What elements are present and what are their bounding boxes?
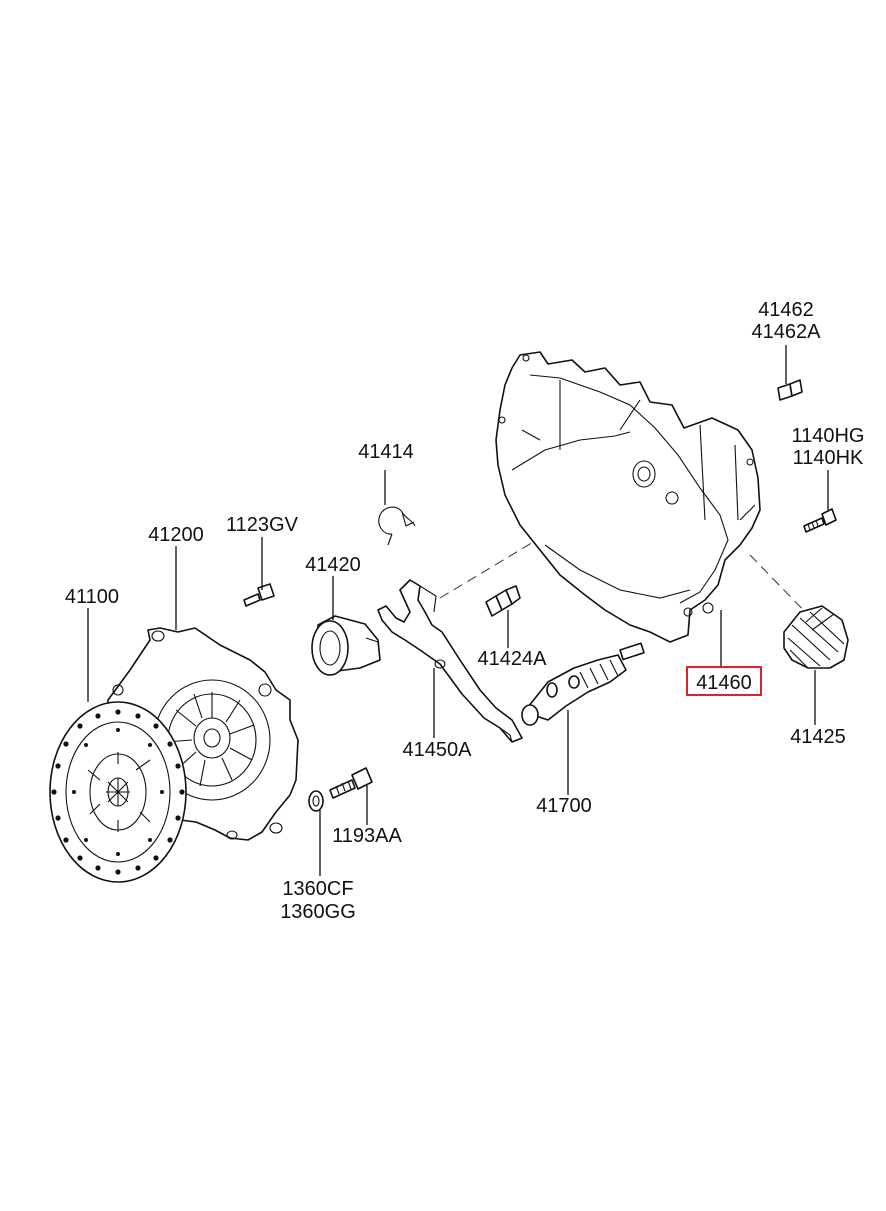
- label-41700[interactable]: 41700: [536, 795, 592, 817]
- label-1360cf[interactable]: 1360CF: [282, 878, 353, 900]
- label-41462a[interactable]: 41462A: [752, 321, 822, 343]
- label-41450a[interactable]: 41450A: [403, 739, 473, 761]
- label-41100[interactable]: 41100: [65, 586, 119, 608]
- label-41420[interactable]: 41420: [305, 554, 361, 576]
- slave-cylinder-part[interactable]: [521, 642, 645, 726]
- label-1140hk[interactable]: 1140HK: [793, 447, 864, 469]
- bolt-1193aa-part[interactable]: [329, 767, 373, 799]
- release-fork-part[interactable]: [377, 579, 523, 743]
- disc-rivets: [51, 709, 185, 875]
- label-41425[interactable]: 41425: [790, 726, 846, 748]
- label-41414[interactable]: 41414: [358, 441, 414, 463]
- clutch-disc-part[interactable]: [49, 701, 187, 883]
- highlight-box-41460: [686, 666, 762, 696]
- leader-lines: [87, 345, 829, 876]
- label-41460[interactable]: 41460: [696, 672, 752, 694]
- part-labels: 41462 41462A 1140HG 1140HK 41414 41200 1…: [65, 299, 865, 923]
- label-41462[interactable]: 41462: [758, 299, 814, 321]
- clip-41414-part[interactable]: [378, 506, 416, 546]
- bolt-1123gv-part[interactable]: [243, 583, 275, 607]
- clutch-housing-part[interactable]: [495, 351, 761, 643]
- label-41200[interactable]: 41200: [148, 524, 204, 546]
- dust-boot-part[interactable]: [783, 605, 849, 669]
- label-41424a[interactable]: 41424A: [478, 648, 548, 670]
- label-1360gg[interactable]: 1360GG: [280, 901, 356, 923]
- bolt-1140hg-part[interactable]: [803, 508, 837, 533]
- label-1193aa[interactable]: 1193AA: [332, 825, 402, 847]
- fitting-41424a-part[interactable]: [485, 585, 521, 617]
- release-bearing-part[interactable]: [311, 615, 381, 676]
- label-1123gv[interactable]: 1123GV: [226, 514, 299, 536]
- label-1140hg[interactable]: 1140HG: [791, 425, 864, 447]
- washer-part[interactable]: [308, 790, 324, 812]
- bolt-41462-part[interactable]: [777, 379, 803, 401]
